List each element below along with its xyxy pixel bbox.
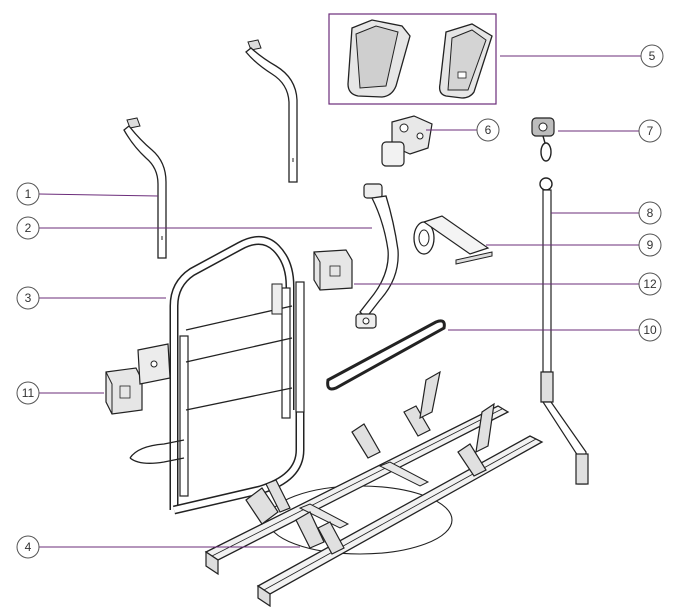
callout-1: 1 <box>16 182 40 206</box>
callout-circle <box>638 201 662 225</box>
part-5-cover-left-face <box>355 25 399 89</box>
callout-circle <box>16 182 40 206</box>
callout-9: 9 <box>638 233 662 257</box>
part-6-lock-barrel <box>381 141 405 167</box>
callout-8: 8 <box>638 201 662 225</box>
part-10-rubber-strap <box>326 319 446 391</box>
part-5-inset-frame <box>328 13 497 105</box>
callout-circle <box>638 119 662 143</box>
callout-number: 3 <box>25 291 32 305</box>
callout-circle <box>16 216 40 240</box>
part-5-covers <box>328 13 497 105</box>
callout-number: 5 <box>649 49 656 63</box>
leader-lines <box>38 55 641 548</box>
callout-3: 3 <box>16 286 40 310</box>
callout-number: 6 <box>485 123 492 137</box>
part-6-lock-screw <box>416 132 424 140</box>
callout-circle <box>638 233 662 257</box>
leader-line-1 <box>38 193 159 197</box>
part-11-bracket <box>105 367 143 415</box>
callout-number: 10 <box>643 323 657 337</box>
callout-10: 10 <box>638 318 662 342</box>
callout-number: 1 <box>25 187 32 201</box>
callout-circle <box>16 286 40 310</box>
part-5-cover-right-slot <box>457 71 467 79</box>
callout-circle <box>638 272 662 296</box>
part-5-cover-right-face <box>447 29 487 91</box>
callout-7: 7 <box>638 119 662 143</box>
callout-number: 12 <box>643 277 657 291</box>
callout-number: 7 <box>647 124 654 138</box>
callout-number: 2 <box>25 221 32 235</box>
callout-number: 9 <box>647 238 654 252</box>
part-7-key-hole <box>538 122 548 132</box>
callout-circle <box>16 381 40 405</box>
part-2-clamp-arm <box>355 183 399 329</box>
part-7-key <box>531 117 555 162</box>
callout-2: 2 <box>16 216 40 240</box>
part-3-frame <box>129 236 305 515</box>
callout-number: 11 <box>22 386 35 400</box>
part-7-key-ring <box>540 142 552 162</box>
callout-11: 11 <box>16 381 40 405</box>
part-4-rails <box>204 370 544 607</box>
callout-6: 6 <box>476 118 500 142</box>
part-9-strap <box>413 215 493 265</box>
callout-circle <box>638 318 662 342</box>
callout-circle <box>476 118 500 142</box>
part-8-rod <box>539 177 589 485</box>
callout-5: 5 <box>640 44 664 68</box>
callout-number: 4 <box>25 540 32 554</box>
callout-circle <box>16 535 40 559</box>
part-6-lock-hole <box>399 123 409 133</box>
part-1-bent-tube <box>123 117 167 259</box>
callout-number: 8 <box>647 206 654 220</box>
part-7-key-link <box>542 135 546 144</box>
callout-4: 4 <box>16 535 40 559</box>
bent-tube-upper <box>245 39 298 183</box>
part-6-lock <box>381 115 433 167</box>
callout-12: 12 <box>638 272 662 296</box>
callout-circle <box>640 44 664 68</box>
part-12-bracket <box>313 249 353 291</box>
